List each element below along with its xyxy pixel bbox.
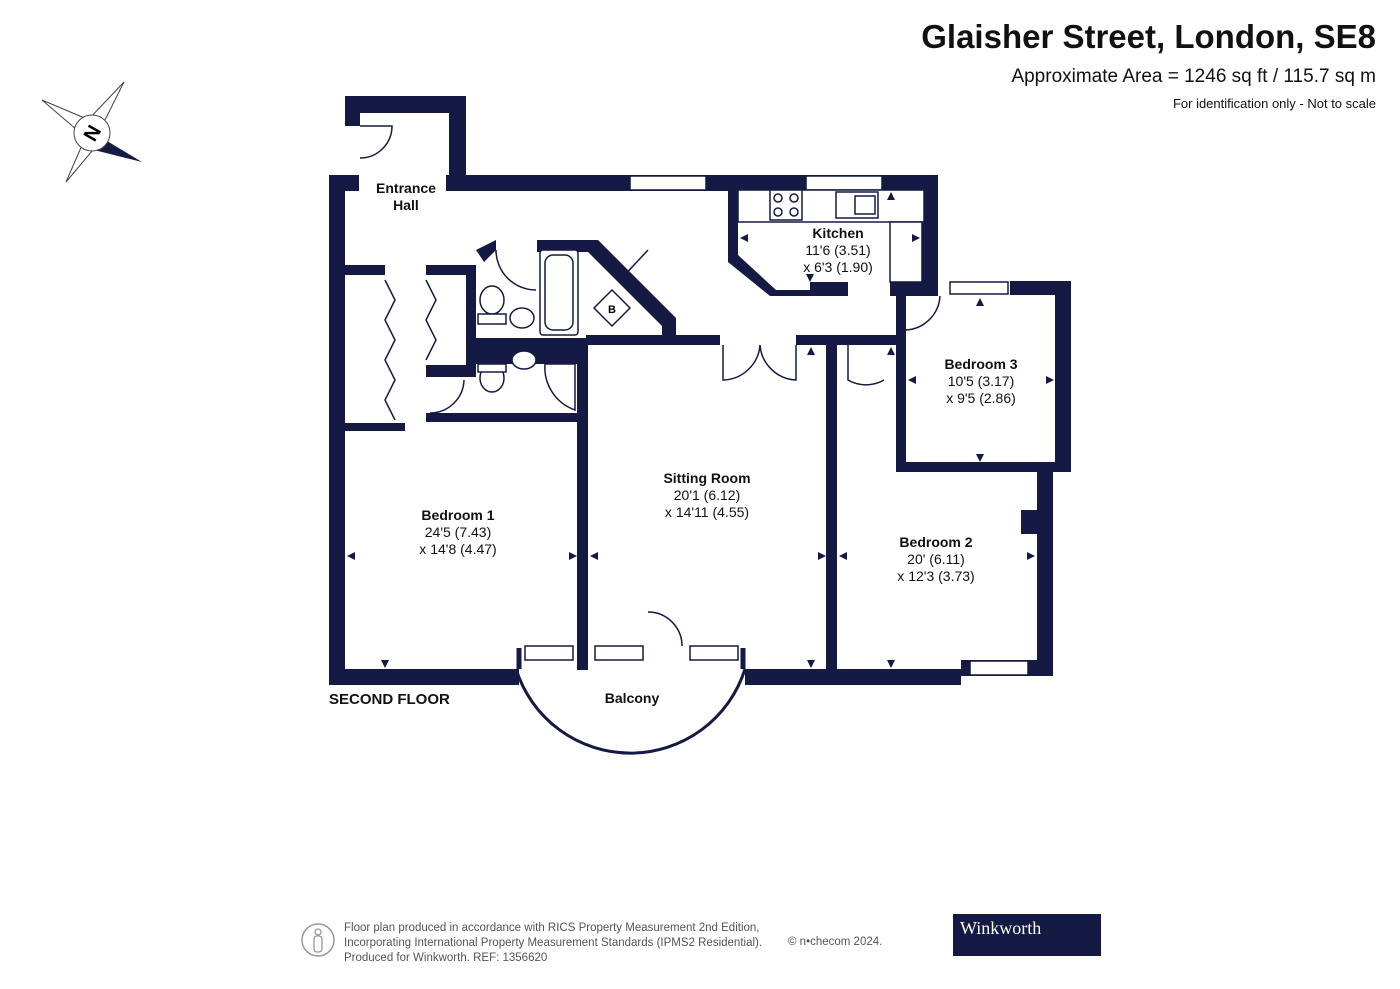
- footer-line: Incorporating International Property Mea…: [344, 937, 763, 949]
- room-label-sitting-room: Sitting Room 20'1 (6.12) x 14'11 (4.55): [663, 470, 750, 521]
- boiler-cupboard: B: [592, 288, 632, 328]
- room-name: Bedroom 1: [421, 507, 495, 523]
- boiler-label: B: [608, 304, 616, 316]
- room-label-bedroom-3: Bedroom 3 10'5 (3.17) x 9'5 (2.86): [944, 356, 1017, 407]
- room-dimension: x 9'5 (2.86): [946, 390, 1016, 406]
- scale-note: For identification only - Not to scale: [1172, 96, 1376, 111]
- footer-disclaimer: Floor plan produced in accordance with R…: [344, 921, 762, 966]
- room-dimension: x 6'3 (1.90): [803, 259, 873, 275]
- footer-line: Floor plan produced in accordance with R…: [344, 922, 760, 934]
- footer-line: Produced for Winkworth. REF: 1356620: [344, 952, 548, 964]
- bathroom-fixtures: [477, 249, 579, 412]
- room-label-bedroom-1: Bedroom 1 24'5 (7.43) x 14'8 (4.47): [419, 507, 496, 558]
- room-dimension: x 14'8 (4.47): [419, 541, 497, 557]
- person-icon: [301, 923, 335, 957]
- approximate-area: Approximate Area = 1246 sq ft / 115.7 sq…: [1011, 66, 1376, 87]
- room-dimension: 10'5 (3.17): [947, 373, 1015, 389]
- room-dimension: 20' (6.11): [907, 551, 965, 567]
- room-name: Balcony: [604, 690, 660, 706]
- compass-icon: N: [41, 81, 142, 183]
- page-title: Glaisher Street, London, SE8: [921, 18, 1376, 55]
- room-label-bedroom-2: Bedroom 2 20' (6.11) x 12'3 (3.73): [897, 534, 974, 585]
- floor-label: SECOND FLOOR: [329, 691, 450, 708]
- agent-logo: Winkworth: [953, 914, 1101, 956]
- windows: [524, 175, 1029, 676]
- room-dimension: 24'5 (7.43): [424, 524, 492, 540]
- room-label-balcony: Balcony: [605, 690, 659, 707]
- room-dimension: 20'1 (6.12): [673, 487, 741, 503]
- room-dimension: 11'6 (3.51): [805, 242, 871, 258]
- room-label-entrance-hall: Entrance Hall: [376, 180, 436, 214]
- footer-copyright: © n•checom 2024.: [788, 936, 883, 948]
- doors: [359, 125, 941, 647]
- dimension-arrows: [347, 192, 1054, 668]
- room-name-line2: Hall: [393, 197, 419, 213]
- room-name: Kitchen: [812, 225, 864, 241]
- room-label-kitchen: Kitchen 11'6 (3.51) x 6'3 (1.90): [803, 225, 873, 276]
- room-name: Bedroom 3: [944, 356, 1018, 372]
- room-name: Sitting Room: [663, 470, 751, 486]
- room-name: Bedroom 2: [899, 534, 973, 550]
- room-dimension: x 14'11 (4.55): [664, 504, 750, 520]
- balcony-outline: [514, 648, 747, 755]
- room-dimension: x 12'3 (3.73): [897, 568, 975, 584]
- kitchen-fixtures: [737, 189, 925, 283]
- room-name: Entrance: [376, 180, 436, 196]
